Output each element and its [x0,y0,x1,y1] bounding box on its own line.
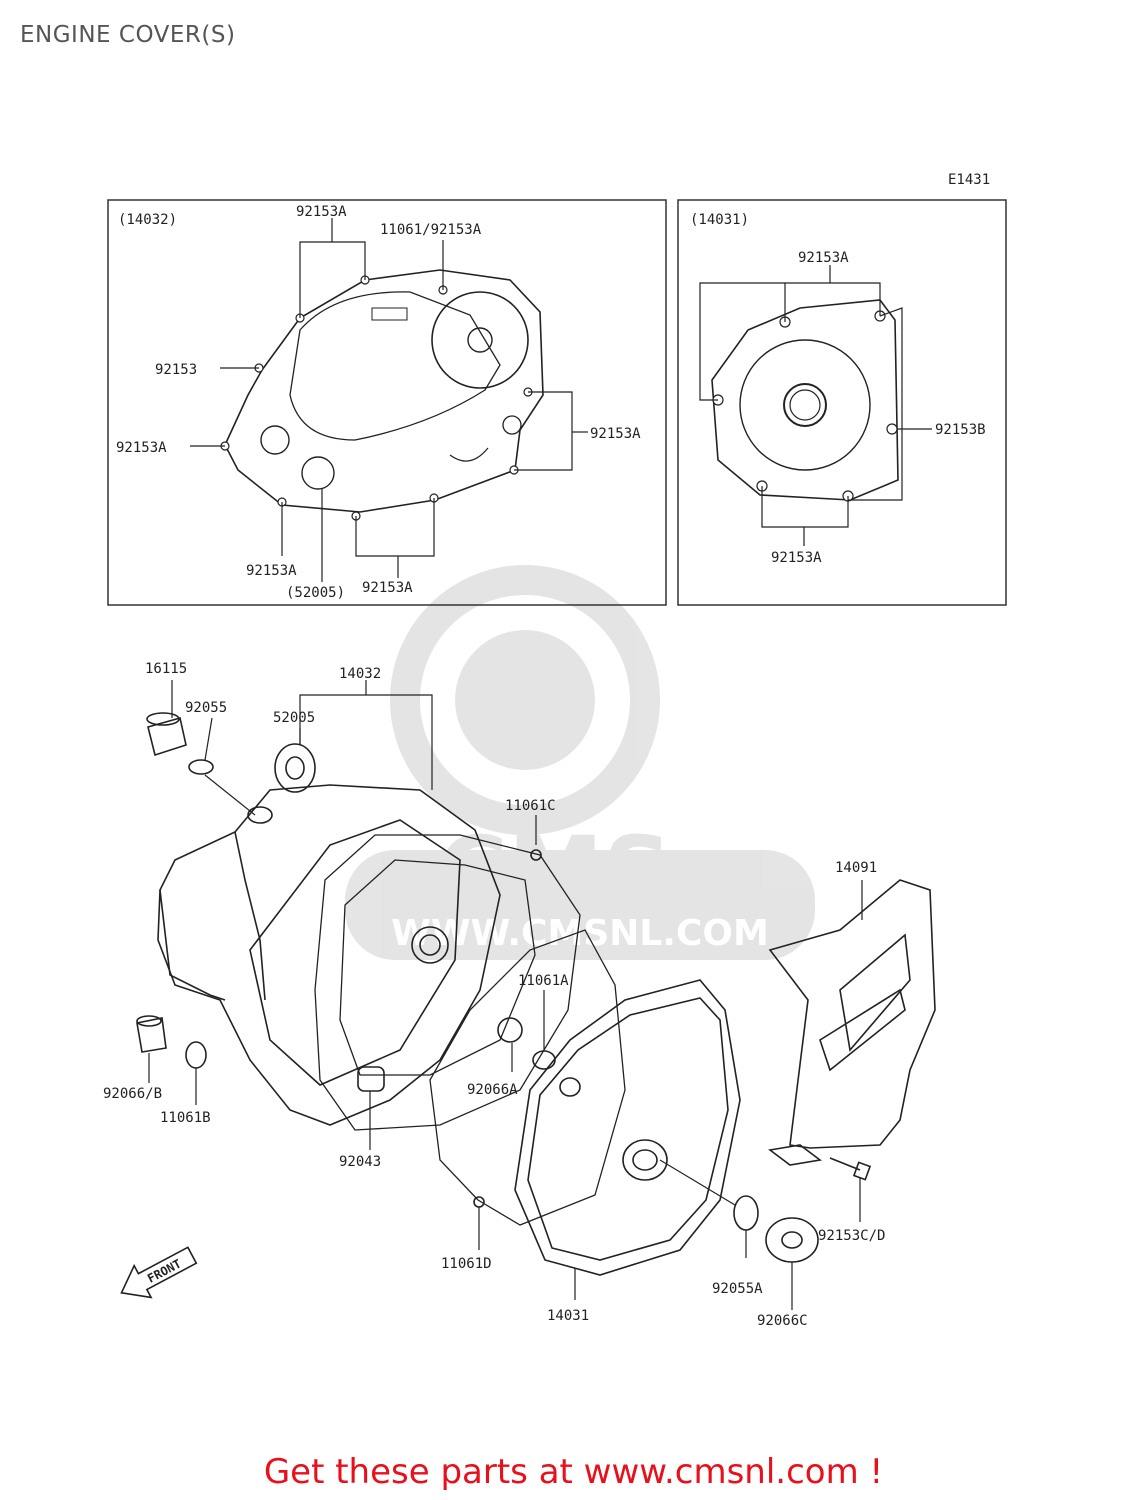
footer-promo: Get these parts at www.cmsnl.com ! [263,1452,884,1492]
callout-92066-b: 92066/B [103,1086,162,1102]
callout-11061c: 11061C [505,798,556,814]
callout-92055: 92055 [185,700,227,716]
inset-left: (14032) 92153A 11061/92153A 9 [107,199,667,606]
callout-52005-ref: (52005) [286,585,345,601]
callout-11061a: 11061A [518,973,569,989]
callout-92153a-left: 92153A [116,440,167,456]
callout-11061-92153a: 11061/92153A [380,222,482,238]
callout-92153a-right: 92153A [590,426,641,442]
callout-92066a: 92066A [467,1082,518,1098]
callout-16115: 16115 [145,661,187,677]
callout-92153b: 92153B [935,422,986,438]
exploded-view [136,712,936,1276]
inset-left-assembly: (14032) [118,212,177,228]
callout-11061b: 11061B [160,1110,211,1126]
watermark-brand: CMS [437,816,672,928]
callout-52005: 52005 [273,710,315,726]
callout-11061d: 11061D [441,1256,492,1272]
callout-92043: 92043 [339,1154,381,1170]
parts-diagram: CMS WWW.CMSNL.COM E1431 (14032) [103,172,1007,1329]
inset-right-assembly: (14031) [690,212,749,228]
callout-92153a-bottom-left: 92153A [246,563,297,579]
main-callouts: 16115 92055 14032 52005 11061C 14091 110… [103,661,885,1329]
callout-92153a-right-bottom: 92153A [771,550,822,566]
page-title: ENGINE COVER(S) [20,22,236,48]
diagram-code: E1431 [948,172,990,188]
callout-14091: 14091 [835,860,877,876]
front-arrow: FRONT [120,1246,198,1299]
callout-14032: 14032 [339,666,381,682]
callout-92153c-d: 92153C/D [818,1228,885,1244]
main-leaders [148,680,863,1310]
callout-92066c: 92066C [757,1313,808,1329]
callout-14031: 14031 [547,1308,589,1324]
callout-92153a-bottom: 92153A [362,580,413,596]
callout-92055a: 92055A [712,1281,763,1297]
inset-right: (14031) 92153A 92153B 92153A [677,199,1007,606]
callout-92153a-top: 92153A [296,204,347,220]
watermark: CMS WWW.CMSNL.COM [345,565,815,960]
callout-92153: 92153 [155,362,197,378]
callout-92153a-right-top: 92153A [798,250,849,266]
